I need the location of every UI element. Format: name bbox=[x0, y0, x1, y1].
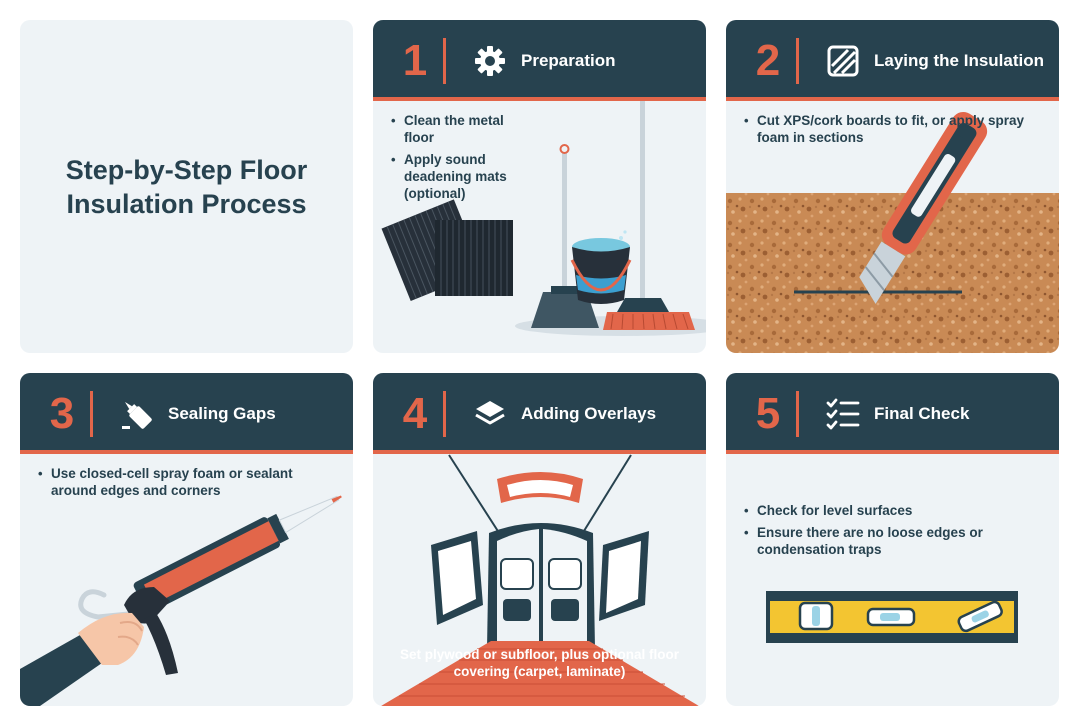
title-card: Step-by-Step Floor Insulation Process bbox=[20, 20, 353, 353]
step-header: 5 Final Check bbox=[726, 373, 1059, 454]
header-divider bbox=[796, 391, 799, 437]
step-number: 1 bbox=[402, 36, 428, 85]
caulk-gun-illustration bbox=[20, 495, 342, 706]
header-divider bbox=[443, 391, 446, 437]
step-card-final-check: 5 Final Check Check for level surfaces E… bbox=[726, 373, 1059, 706]
cork-and-cutter-illustration bbox=[726, 111, 1059, 353]
step-number: 2 bbox=[755, 36, 781, 85]
bullet-item: Check for level surfaces bbox=[744, 502, 994, 519]
broom-illustration bbox=[603, 87, 695, 330]
step-card-laying-insulation: 2 Laying the Insulation Cut XPS/cork boa… bbox=[726, 20, 1059, 353]
step-label: Adding Overlays bbox=[521, 403, 657, 423]
step-header: 4 Adding Overlays bbox=[373, 373, 706, 454]
step-label: Final Check bbox=[874, 403, 970, 423]
page-title: Step-by-Step Floor Insulation Process bbox=[65, 154, 308, 219]
step-bullets: Clean the metal floor Apply sound deaden… bbox=[391, 112, 531, 207]
step-header: 1 Preparation bbox=[373, 20, 706, 101]
cleaning-tools-illustration bbox=[381, 87, 706, 336]
bullet-item: Apply sound deadening mats (optional) bbox=[391, 151, 531, 202]
utility-knife-illustration bbox=[859, 111, 988, 304]
caulk-tube-icon bbox=[122, 401, 152, 429]
bullet-item: Clean the metal floor bbox=[391, 112, 531, 146]
step-header: 2 Laying the Insulation bbox=[726, 20, 1059, 101]
bullet-item: Use closed-cell spray foam or sealant ar… bbox=[38, 465, 338, 499]
step-number: 4 bbox=[402, 389, 428, 438]
sound-mat-illustration bbox=[381, 199, 513, 301]
spirit-level-illustration bbox=[766, 591, 1018, 643]
bullet-item: Ensure there are no loose edges or conde… bbox=[744, 524, 994, 558]
van-interior-illustration bbox=[381, 454, 699, 706]
hatched-board-icon bbox=[827, 45, 859, 77]
layers-icon bbox=[475, 401, 505, 425]
bullet-item: Cut XPS/cork boards to fit, or apply spr… bbox=[744, 112, 1034, 146]
step-card-preparation: 1 Preparation Clean the metal floor Appl… bbox=[373, 20, 706, 353]
checklist-icon bbox=[826, 398, 860, 430]
step-bullets: Check for level surfaces Ensure there ar… bbox=[744, 502, 994, 563]
header-divider bbox=[90, 391, 93, 437]
step-bullets: Cut XPS/cork boards to fit, or apply spr… bbox=[744, 112, 1034, 151]
step-label: Sealing Gaps bbox=[168, 403, 276, 423]
overlay-caption: Set plywood or subfloor, plus optional f… bbox=[400, 647, 679, 679]
step-label: Preparation bbox=[521, 50, 616, 70]
step-card-sealing-gaps: 3 Sealing Gaps Use closed-cell spray foa… bbox=[20, 373, 353, 706]
step-number: 3 bbox=[49, 389, 75, 438]
bucket-illustration bbox=[570, 230, 632, 304]
step-header: 3 Sealing Gaps bbox=[20, 373, 353, 454]
step-card-adding-overlays: 4 Adding Overlays Set plywood or subfloo… bbox=[373, 373, 706, 706]
gear-icon bbox=[475, 46, 505, 76]
header-divider bbox=[796, 38, 799, 84]
step-bullets: Use closed-cell spray foam or sealant ar… bbox=[38, 465, 338, 504]
step-number: 5 bbox=[755, 389, 781, 438]
header-divider bbox=[443, 38, 446, 84]
step-label: Laying the Insulation bbox=[874, 50, 1045, 70]
